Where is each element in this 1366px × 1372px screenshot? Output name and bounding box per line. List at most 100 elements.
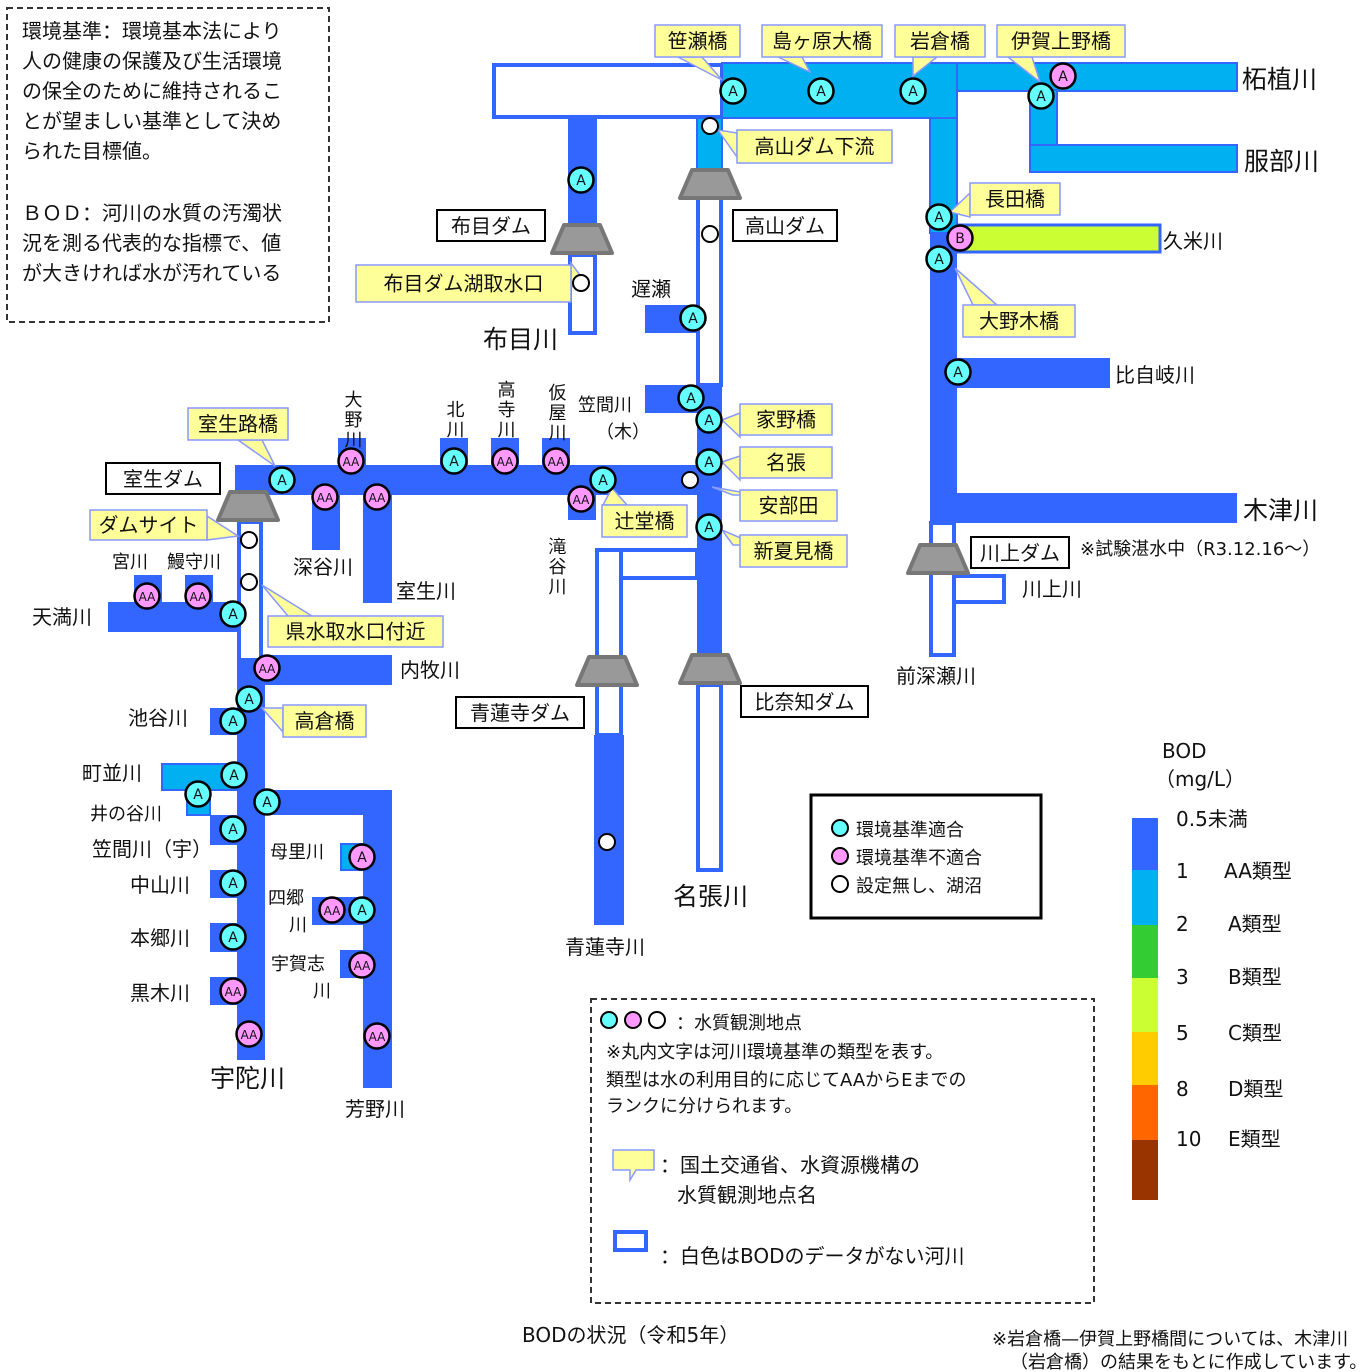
bod-scale-value: 5: [1176, 1021, 1189, 1045]
station-compliant: A: [219, 815, 247, 843]
river-label-miya: 宮川: [112, 552, 148, 573]
river-label-ukashi-2: 川: [313, 981, 331, 1002]
station-class-label: AA: [369, 491, 387, 505]
dam-label: 高山ダム: [745, 214, 825, 238]
station-none: [240, 573, 258, 591]
callout-box: [187, 407, 289, 441]
station-circle-icon: [1049, 62, 1077, 90]
station-noncompliant: A: [1049, 62, 1077, 90]
station-circle-icon: [348, 843, 376, 871]
station-circle-icon: [219, 815, 247, 843]
bod-scale-type: D類型: [1228, 1077, 1283, 1101]
callout-label: 岩倉橋: [910, 29, 970, 53]
station-circle-icon: [363, 483, 391, 511]
river-label-kuroki: 黒木川: [130, 981, 190, 1005]
legend-compliant: 環境基準適合: [856, 820, 964, 841]
station-class-label: AA: [354, 959, 372, 973]
callout-box: [739, 489, 838, 522]
river-label-takadera: 高寺川: [495, 380, 516, 440]
compliant-circle-icon: [831, 819, 849, 837]
station-circle-icon: [440, 447, 468, 475]
station-compliant: A: [589, 466, 617, 494]
river-label-uda: 宇陀川: [210, 1064, 285, 1093]
dams: 布目ダム高山ダム室生ダム川上ダム青蓮寺ダム比奈知ダム: [105, 168, 1070, 729]
station-circle-icon: [695, 513, 723, 541]
river-labels: 柘植川 服部川 久米川 比自岐川 木津川 ※試験湛水中（R3.12.16～） 川…: [32, 65, 1320, 1121]
notes-box: ：水質観測地点 ※丸内文字は河川環境基準の類型を表す。 類型は水の利用目的に応じ…: [590, 998, 1095, 1304]
legend-none: 設定無し、湖沼: [856, 876, 982, 897]
dam-icon: [550, 223, 614, 255]
callout-tail: [954, 267, 999, 306]
river-label-nakayama: 中山川: [130, 873, 190, 897]
info-line: 人の健康の保護及び生活環境: [22, 49, 282, 73]
station-circle-icon: [719, 77, 747, 105]
info-line: の保全のために維持されるこ: [22, 79, 282, 103]
river-label-shigo-2: 川: [289, 915, 307, 936]
info-line: とが望ましい基準として決め: [22, 109, 281, 133]
notes-callout: ：国土交通省、水資源機構の: [660, 1153, 920, 1177]
station-class-label: AA: [497, 455, 515, 469]
station-circle-icon: [311, 483, 339, 511]
info-box: 環境基準：環境基本法により 人の健康の保護及び生活環境 の保全のために維持される…: [6, 7, 330, 323]
station-compliant: A: [677, 384, 705, 412]
station-compliant: A: [719, 77, 747, 105]
station-circle-icon: [899, 77, 927, 105]
callout-label: 島ヶ原大橋: [772, 29, 872, 53]
callout-label: 高倉橋: [295, 709, 355, 733]
station-class-label: A: [908, 84, 918, 100]
station-class-label: AA: [190, 590, 208, 604]
station-class-label: A: [228, 714, 238, 730]
river-label-kasama-ki-suffix: （木）: [596, 422, 650, 443]
station-class-label: AA: [573, 493, 591, 507]
station-circle-icon: [1027, 82, 1055, 110]
station-none: [240, 531, 258, 549]
bod-scale-segment: [1132, 818, 1158, 870]
river-segment: [957, 358, 1110, 388]
station-compliant: A: [925, 203, 953, 231]
station-none: [701, 117, 719, 135]
notes-line: ※丸内文字は河川環境基準の類型を表す。: [606, 1042, 943, 1063]
notes-nodata: ：白色はBODのデータがない河川: [660, 1244, 965, 1268]
bod-scale-value: 1: [1176, 859, 1189, 883]
callout-box: [267, 615, 444, 648]
station-circle-icon: [491, 447, 519, 475]
station-compliant: A: [235, 685, 263, 713]
noncompliant-circle-icon: [831, 847, 849, 865]
notes-callout-2: 水質観測地点名: [677, 1183, 817, 1207]
station-class-label: A: [228, 822, 238, 838]
station-compliant: A: [807, 77, 835, 105]
bod-scale-type: AA類型: [1224, 859, 1292, 883]
station-circle-icon: [219, 707, 247, 735]
station-circle-icon: [337, 447, 365, 475]
station-class-label: A: [934, 252, 944, 268]
station-class-label: A: [1058, 69, 1068, 85]
station-compliant: A: [219, 923, 247, 951]
station-circle-icon: [701, 225, 719, 243]
station-class-label: AA: [317, 491, 335, 505]
station-class-label: A: [262, 795, 272, 811]
river-label-shigo: 四郷: [268, 888, 304, 909]
info-line: 環境基準：環境基本法により: [22, 19, 282, 43]
station-circle-icon: [133, 582, 161, 610]
notes-circles: ：水質観測地点: [676, 1013, 802, 1034]
station-compliant: A: [1027, 82, 1055, 110]
river-segment: [594, 735, 624, 925]
river-label-hattori: 服部川: [1244, 147, 1319, 176]
callout-label: 大野木橋: [979, 309, 1059, 333]
river-label-hijiki: 比自岐川: [1115, 363, 1195, 387]
river-segment: [955, 223, 1162, 254]
river-label-ono: 大野川: [342, 390, 363, 450]
bod-scale-segment: [1132, 1032, 1158, 1085]
station-circle-icon: [695, 406, 723, 434]
river-label-osose: 遅瀬: [631, 277, 671, 301]
station-circle-icon: [542, 447, 570, 475]
station-class-label: A: [228, 876, 238, 892]
station-class-label: A: [598, 473, 608, 489]
notes-line: ランクに分けられます。: [606, 1096, 802, 1117]
info-line: ＢＯＤ：河川の水質の汚濁状: [22, 201, 282, 225]
station-class-label: AA: [139, 590, 157, 604]
station-circle-icon: [589, 466, 617, 494]
bod-scale-value: 8: [1176, 1077, 1189, 1101]
station-noncompliant: AA: [337, 447, 365, 475]
